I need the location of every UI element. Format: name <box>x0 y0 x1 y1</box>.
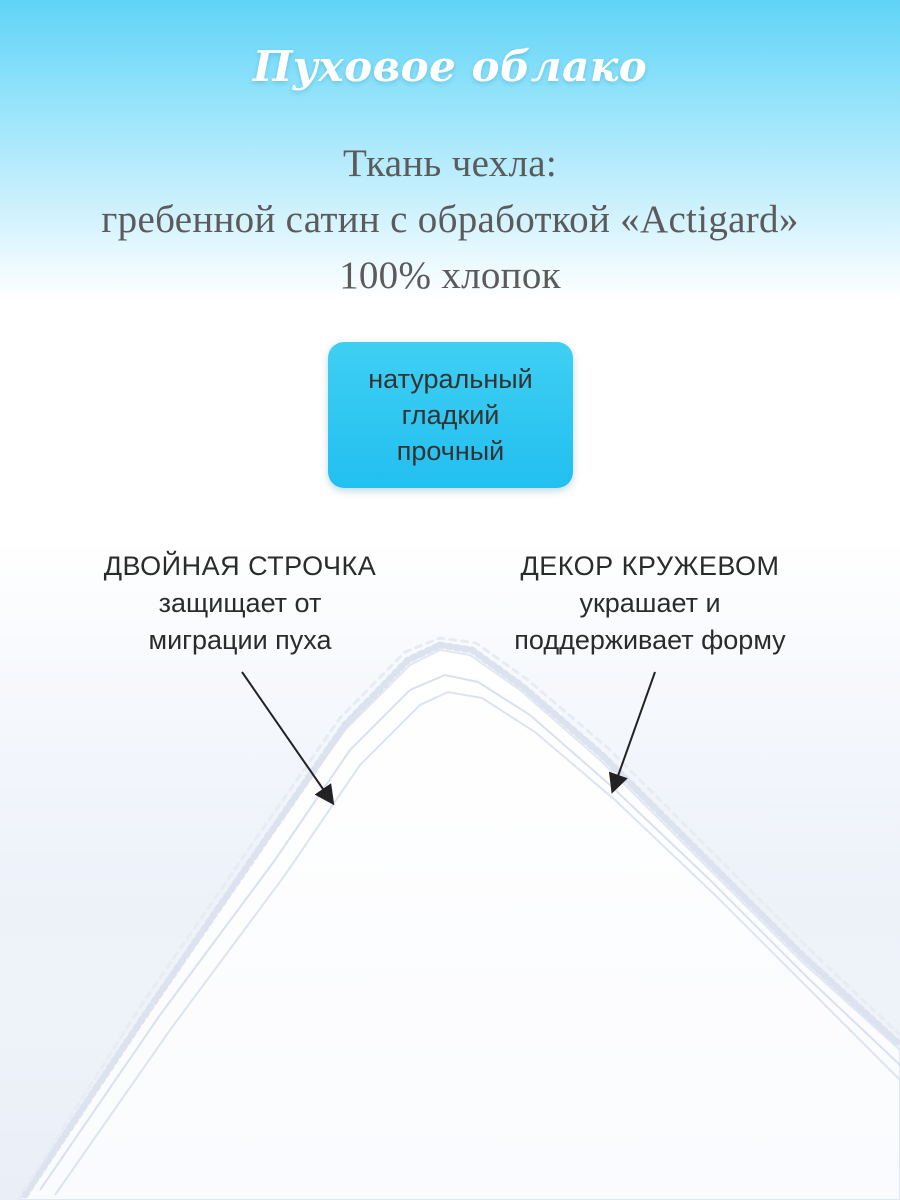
callout-double-stitch-line2: миграции пуха <box>148 625 332 655</box>
callout-lace-decor: ДЕКОР КРУЖЕВОМ украшает и поддерживает ф… <box>470 548 830 659</box>
callout-double-stitch-heading: ДВОЙНАЯ СТРОЧКА <box>103 551 377 581</box>
callout-lace-decor-heading: ДЕКОР КРУЖЕВОМ <box>520 551 780 581</box>
double-stitch-arrow <box>241 671 335 806</box>
feature-smooth: гладкий <box>401 400 500 430</box>
features-badge: натуральный гладкий прочный <box>328 342 573 488</box>
lace-decor-arrow <box>608 671 656 794</box>
callout-lace-decor-line1: украшает и <box>579 588 721 618</box>
fabric-line-composition: 100% хлопок <box>339 254 561 297</box>
fabric-line-material: гребенной сатин с обработкой «Actigard» <box>101 198 799 241</box>
callout-lace-decor-line2: поддерживает форму <box>514 625 786 655</box>
callout-double-stitch: ДВОЙНАЯ СТРОЧКА защищает от миграции пух… <box>60 548 420 659</box>
feature-natural: натуральный <box>368 364 533 394</box>
fabric-description: Ткань чехла: гребенной сатин с обработко… <box>0 136 900 304</box>
fabric-line-cover: Ткань чехла: <box>342 142 558 185</box>
feature-durable: прочный <box>396 436 505 466</box>
brand-title: Пуховое облако <box>252 42 648 91</box>
callout-double-stitch-line1: защищает от <box>158 588 322 618</box>
